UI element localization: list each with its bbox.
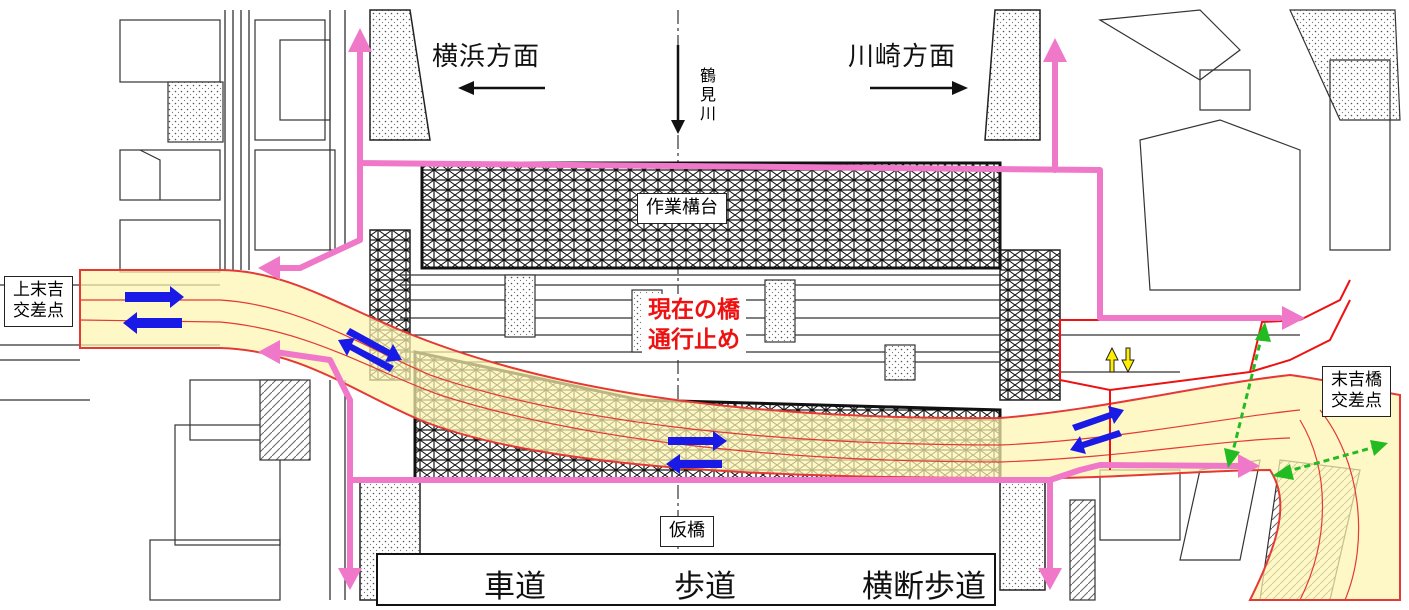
legend-roadway-label: 車道 [484, 569, 546, 605]
direction-arrows [458, 45, 968, 134]
traffic-arrows [123, 286, 1124, 474]
kamisuekichi-intersection-label: 上末吉 交差点 [4, 276, 73, 327]
left-city-blocks [0, 19, 336, 601]
yellow-arrows [1105, 346, 1135, 374]
crosswalk-arrowheads [1224, 322, 1388, 480]
river-char-1: 鶴 [699, 66, 716, 85]
roadway-area [79, 269, 1401, 601]
closed-line-2: 通行止め [648, 326, 740, 353]
work-platform-label: 作業構台 [637, 193, 727, 224]
suekichibashi-line-1: 末吉橋 [1331, 370, 1382, 390]
river-char-2: 見 [699, 85, 716, 105]
closed-line-1: 現在の橋 [648, 297, 740, 323]
temporary-bridge-label: 仮橋 [660, 516, 714, 547]
closure-outline [1059, 190, 1351, 470]
sidewalk-route [272, 47, 1283, 578]
current-bridge-closed-label: 現在の橋 通行止め [642, 294, 746, 358]
legend-sidewalk-label: 歩道 [674, 569, 736, 605]
map-legend: 車道 歩道 横断歩道 [376, 553, 996, 606]
river-name-label: 鶴 見 川 [697, 66, 719, 124]
current-bridge-structure [400, 274, 1300, 381]
crosswalk-arrows [1230, 334, 1376, 474]
legend-crosswalk-label: 横断歩道 [862, 569, 986, 605]
kawasaki-direction-label: 川崎方面 [848, 42, 957, 72]
river-char-3: 川 [699, 104, 716, 124]
kamisuekichi-line-1: 上末吉 [13, 280, 64, 300]
kamisuekichi-line-2: 交差点 [13, 301, 64, 322]
sidewalk-arrowheads [258, 28, 1305, 590]
yokohama-direction-label: 横浜方面 [432, 42, 541, 72]
suekichibashi-intersection-label: 末吉橋 交差点 [1322, 366, 1391, 417]
suekichibashi-line-2: 交差点 [1331, 391, 1382, 412]
